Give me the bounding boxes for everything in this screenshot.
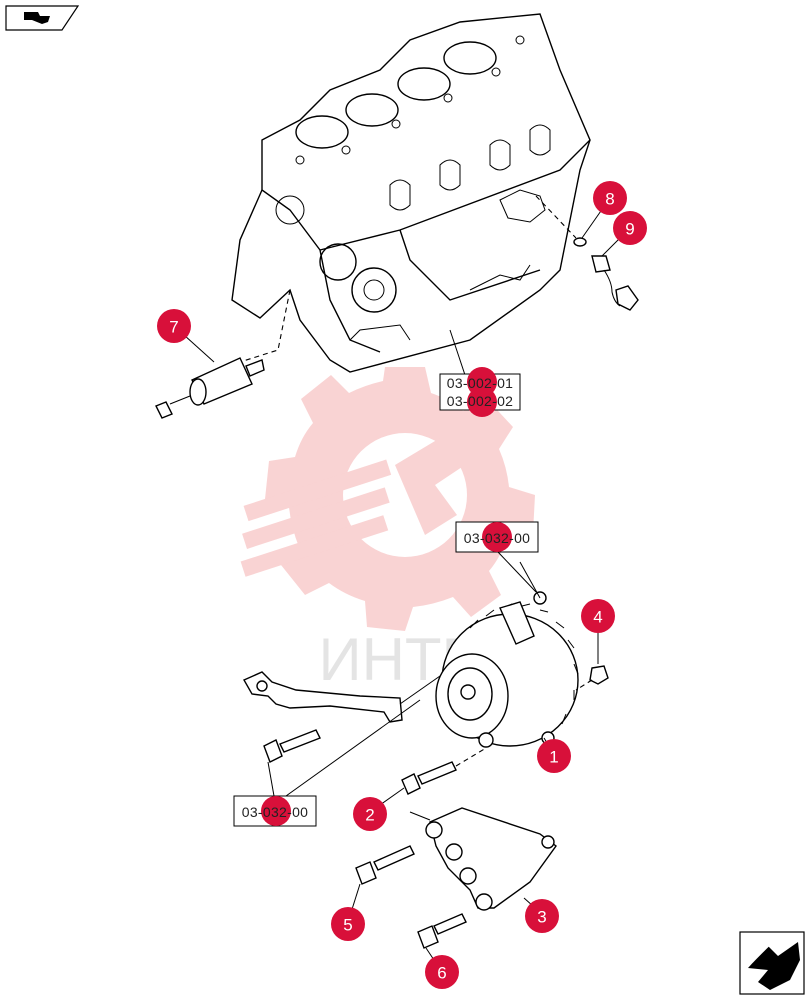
back-arrow-icon[interactable] [5, 5, 80, 31]
forward-arrow-icon[interactable] [739, 931, 805, 995]
alternator [435, 561, 579, 748]
callout-7[interactable]: 7 [157, 309, 191, 343]
callout-8[interactable]: 8 [593, 181, 627, 215]
callout-5[interactable]: 5 [331, 907, 365, 941]
callout-1-label: 1 [549, 748, 558, 767]
callout-9-label: 9 [625, 220, 634, 239]
callout-3[interactable]: 3 [525, 899, 559, 933]
reference-box-03-032-lower[interactable]: 03-032-00 [233, 795, 317, 827]
callout-2-label: 2 [365, 806, 374, 825]
reference-box-03-002[interactable]: 03-002-01 03-002-02 [439, 367, 521, 417]
bracket-bolt [263, 729, 321, 763]
callout-8-label: 8 [605, 190, 614, 209]
callout-3-label: 3 [537, 908, 546, 927]
callout-6[interactable]: 6 [425, 955, 459, 989]
callout-5-label: 5 [343, 916, 352, 935]
callout-9[interactable]: 9 [613, 211, 647, 245]
reference-label-03-002-01: 03-002-01 [447, 375, 514, 391]
callout-2[interactable]: 2 [353, 797, 387, 831]
pivot-bolt [401, 747, 487, 795]
long-bolt [355, 845, 415, 885]
reference-label-03-032-00-lower: 03-032-00 [242, 804, 309, 820]
stop-solenoid [155, 289, 291, 419]
alternator-mounting-bracket [409, 807, 557, 911]
callout-4-label: 4 [593, 608, 602, 627]
reference-label-03-032-00-upper: 03-032-00 [464, 530, 531, 546]
nut [575, 665, 609, 691]
callout-4[interactable]: 4 [581, 599, 615, 633]
short-bolt [417, 913, 467, 949]
callout-7-label: 7 [169, 318, 178, 337]
reference-label-03-002-02: 03-002-02 [447, 393, 514, 409]
oil-pressure-switch [535, 195, 639, 311]
watermark-logo [240, 367, 535, 631]
callout-1[interactable]: 1 [537, 739, 571, 773]
reference-box-03-032-upper[interactable]: 03-032-00 [455, 521, 539, 553]
engine-block [231, 13, 591, 373]
callout-6-label: 6 [437, 964, 446, 983]
